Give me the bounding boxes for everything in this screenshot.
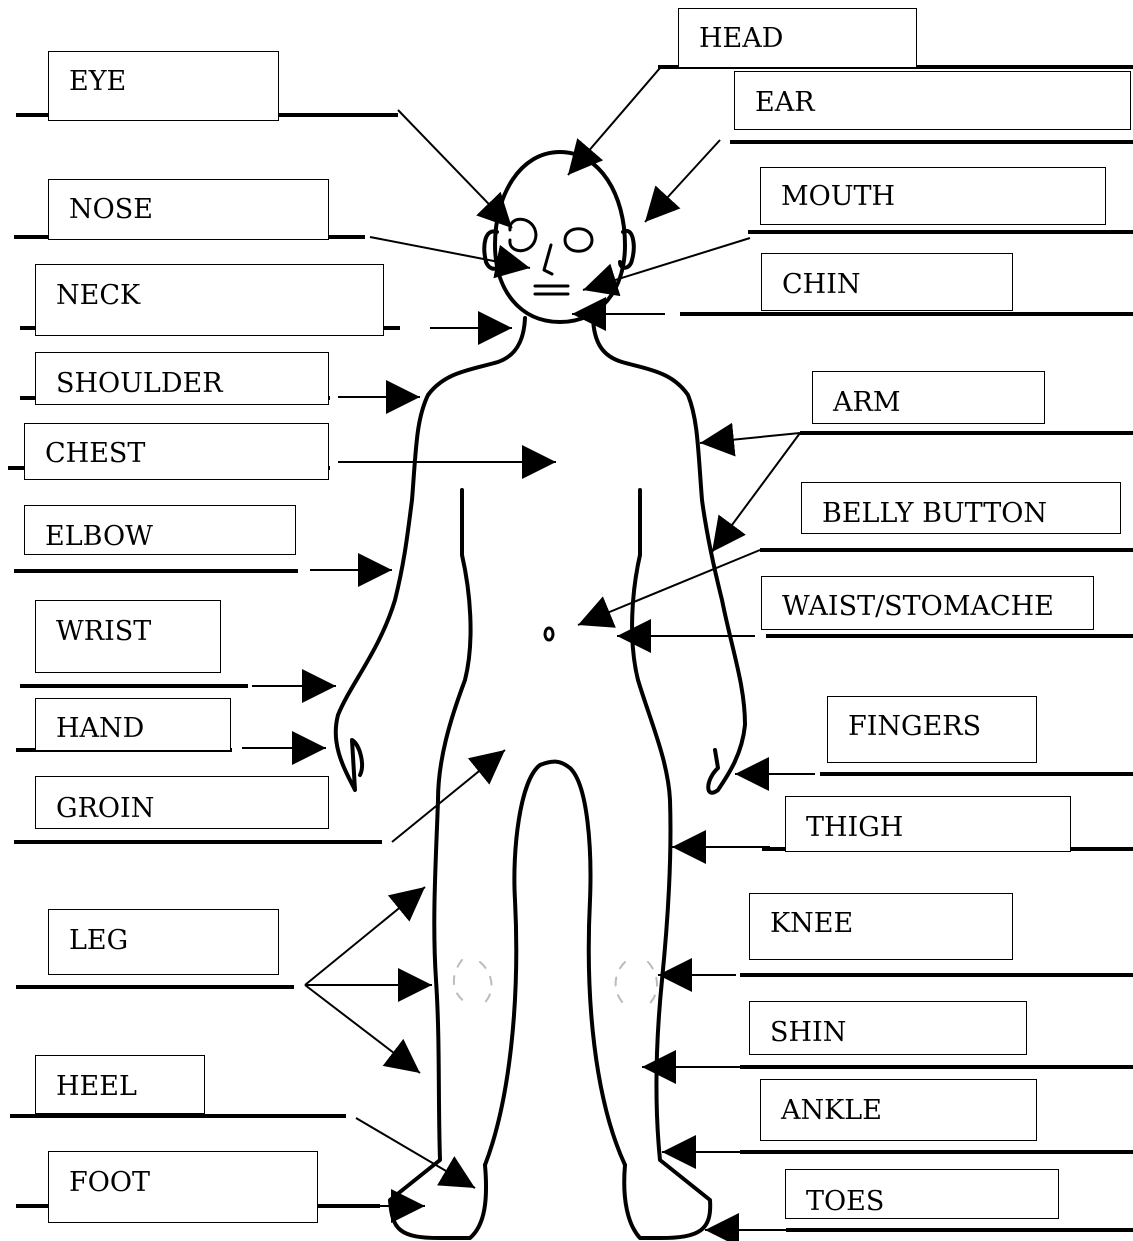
label-toes: TOES xyxy=(785,1169,1059,1219)
label-knee: KNEE xyxy=(749,893,1013,960)
label-elbow: ELBOW xyxy=(24,505,296,555)
label-chin: CHIN xyxy=(761,253,1013,311)
label-leg: LEG xyxy=(48,909,279,975)
label-waist-stomache: WAIST/STOMACHE xyxy=(761,576,1094,630)
label-thigh: THIGH xyxy=(785,796,1071,852)
label-fingers: FINGERS xyxy=(827,696,1037,763)
label-groin: GROIN xyxy=(35,776,329,829)
label-nose: NOSE xyxy=(48,179,329,240)
label-heel: HEEL xyxy=(35,1055,205,1114)
label-belly-button: BELLY BUTTON xyxy=(801,482,1121,534)
label-shin: SHIN xyxy=(749,1001,1027,1055)
label-head: HEAD xyxy=(678,8,917,68)
pointer-arrows xyxy=(242,68,815,1230)
label-mouth: MOUTH xyxy=(760,167,1106,225)
label-ankle: ANKLE xyxy=(760,1079,1037,1141)
label-eye: EYE xyxy=(48,51,279,121)
label-arm: ARM xyxy=(812,371,1045,424)
label-ear: EAR xyxy=(734,71,1131,130)
label-wrist: WRIST xyxy=(35,600,221,673)
label-shoulder: SHOULDER xyxy=(35,352,329,405)
label-chest: CHEST xyxy=(24,423,329,480)
label-neck: NECK xyxy=(35,264,384,336)
label-foot: FOOT xyxy=(48,1151,318,1223)
label-hand: HAND xyxy=(35,698,231,751)
